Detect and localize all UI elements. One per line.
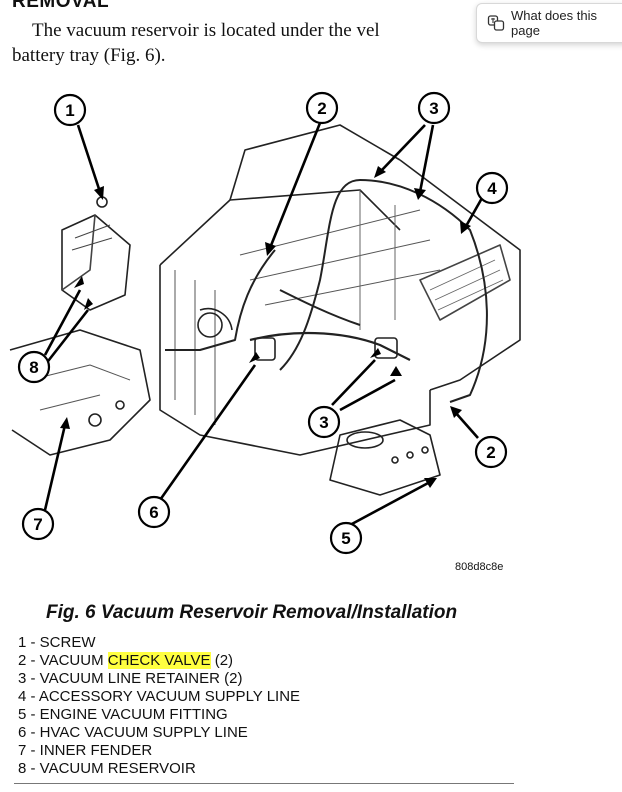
legend-item-8: 8 - VACUUM RESERVOIR xyxy=(18,760,196,777)
figure-legend: 1 - SCREW 2 - VACUUM CHECK VALVE (2) 3 -… xyxy=(18,634,300,778)
callout-7-label: 7 xyxy=(33,515,42,534)
vacuum-reservoir-diagram: 1 2 3 4 8 6 3 2 7 5 xyxy=(9,91,521,555)
legend-item-4: 4 - ACCESSORY VACUUM SUPPLY LINE xyxy=(18,688,301,705)
legend-item-6: 6 - HVAC VACUUM SUPPLY LINE xyxy=(18,724,248,741)
callout-4-label: 4 xyxy=(487,179,497,198)
callout-4 xyxy=(475,171,509,205)
callout-6 xyxy=(137,495,171,529)
callout-3-bottom xyxy=(307,405,341,439)
legend-item-3: 3 - VACUUM LINE RETAINER (2) xyxy=(18,670,243,687)
callout-3-bottom-label: 3 xyxy=(319,413,328,432)
translate-popup[interactable]: What does this page xyxy=(476,3,622,43)
divider xyxy=(14,783,514,784)
callout-2-bottom-label: 2 xyxy=(486,443,495,462)
figure-caption: Fig. 6 Vacuum Reservoir Removal/Installa… xyxy=(46,602,458,623)
callout-2-bottom xyxy=(474,435,508,469)
callout-2-top xyxy=(305,91,339,125)
intro-line-1: The vacuum reservoir is located under th… xyxy=(32,20,380,41)
intro-paragraph: The vacuum reservoir is located under th… xyxy=(12,18,380,68)
callout-6-label: 6 xyxy=(149,503,158,522)
section-heading: REMOVAL xyxy=(12,0,110,12)
callout-3-top xyxy=(417,91,451,125)
translate-popup-label: What does this page xyxy=(511,8,597,38)
callout-8-label: 8 xyxy=(29,358,38,377)
callout-7 xyxy=(21,507,55,541)
callout-5 xyxy=(329,521,363,555)
legend-item-1: 1 - SCREW xyxy=(18,634,96,651)
intro-line-2: battery tray (Fig. 6). xyxy=(12,45,166,66)
callout-2-top-label: 2 xyxy=(317,99,326,118)
callout-1 xyxy=(53,93,87,127)
callout-1-label: 1 xyxy=(65,101,74,120)
callout-3-top-label: 3 xyxy=(429,99,438,118)
callout-8 xyxy=(17,350,51,384)
legend-item-2: 2 - VACUUM CHECK VALVE (2) xyxy=(18,652,234,669)
translate-icon xyxy=(487,14,505,32)
legend-item-5: 5 - ENGINE VACUUM FITTING xyxy=(18,706,228,723)
legend-item-7: 7 - INNER FENDER xyxy=(18,742,153,759)
callout-5-label: 5 xyxy=(341,529,350,548)
figure-id-code: 808d8c8e xyxy=(455,561,504,573)
highlighted-text: CHECK VALVE xyxy=(107,652,211,669)
